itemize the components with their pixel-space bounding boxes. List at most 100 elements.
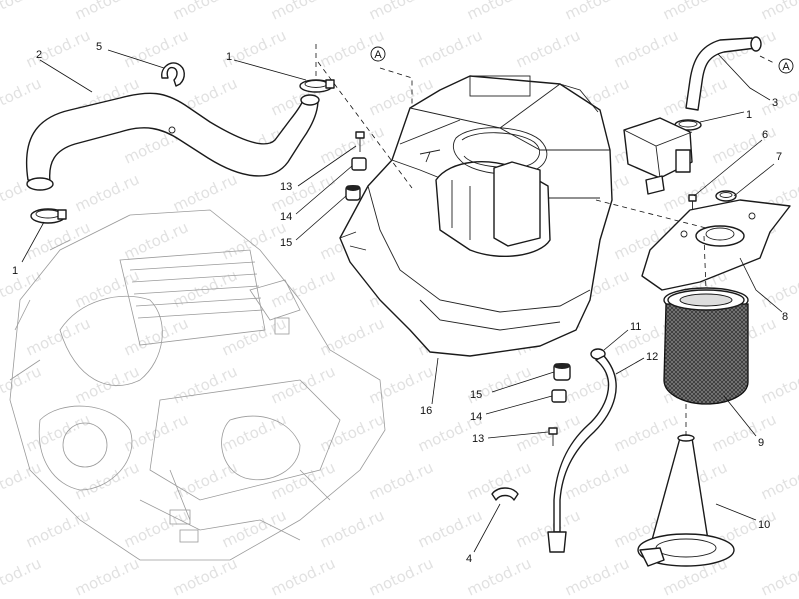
callout-13-right: 13 xyxy=(472,433,484,445)
watermark-text: motod.ru xyxy=(415,506,485,551)
watermark-text: motod.ru xyxy=(709,410,779,455)
callout-12: 12 xyxy=(646,351,658,363)
callout-2: 2 xyxy=(36,49,42,61)
reference-mark-top: A xyxy=(370,46,386,62)
callout-14-left: 14 xyxy=(280,211,292,223)
watermark-text: motod.ru xyxy=(72,0,142,24)
watermark-text: motod.ru xyxy=(23,410,93,455)
watermark-text: motod.ru xyxy=(513,26,583,71)
watermark-text: motod.ru xyxy=(268,0,338,24)
grommet-15-left[interactable] xyxy=(345,185,361,201)
callout-3: 3 xyxy=(772,97,778,109)
watermark-text: motod.ru xyxy=(0,74,44,119)
callout-4: 4 xyxy=(466,553,472,565)
watermark-text: motod.ru xyxy=(219,314,289,359)
air-filter-element[interactable] xyxy=(663,287,749,405)
callout-15-right: 15 xyxy=(470,389,482,401)
watermark-text: motod.ru xyxy=(170,0,240,24)
watermark-text: motod.ru xyxy=(758,0,799,24)
watermark-text: motod.ru xyxy=(170,266,240,311)
reference-label: A xyxy=(782,61,790,73)
watermark-text: motod.ru xyxy=(562,0,632,24)
watermark-text: motod.ru xyxy=(0,554,44,599)
callout-14-right: 14 xyxy=(470,411,482,423)
watermark-text: motod.ru xyxy=(366,0,436,24)
spacer-14-left[interactable] xyxy=(351,157,367,171)
watermark-text: motod.ru xyxy=(758,554,799,599)
callout-6: 6 xyxy=(762,129,768,141)
watermark-text: motod.ru xyxy=(170,362,240,407)
callout-labels: 2 5 1 1 3 1 6 7 8 9 10 11 12 13 14 15 15… xyxy=(12,41,788,565)
drain-hose[interactable] xyxy=(547,355,617,553)
solenoid-valve[interactable] xyxy=(623,117,693,195)
watermark-text: motod.ru xyxy=(268,554,338,599)
watermark-text: motod.ru xyxy=(660,0,730,24)
watermark-text: motod.ru xyxy=(23,314,93,359)
screw-13-left[interactable] xyxy=(355,131,365,152)
watermark-text: motod.ru xyxy=(219,218,289,263)
watermark-text: motod.ru xyxy=(72,266,142,311)
breather-hose[interactable] xyxy=(685,36,762,111)
watermark-text: motod.ru xyxy=(121,314,191,359)
watermark-text: motod.ru xyxy=(317,314,387,359)
callout-10: 10 xyxy=(758,519,770,531)
hose-clip-4[interactable] xyxy=(491,487,519,501)
screw-13-right[interactable] xyxy=(548,427,558,446)
watermark-text: motod.ru xyxy=(268,362,338,407)
callout-13-left: 13 xyxy=(280,181,292,193)
grommet-15-right[interactable] xyxy=(553,363,571,381)
callout-16: 16 xyxy=(420,405,432,417)
callout-9: 9 xyxy=(758,437,764,449)
watermark-text: motod.ru xyxy=(0,0,44,24)
watermark-text: motod.ru xyxy=(72,170,142,215)
airbox-housing[interactable] xyxy=(339,75,613,357)
watermark-text: motod.ru xyxy=(121,218,191,263)
filter-cover-plate[interactable] xyxy=(641,199,791,291)
hose-clamp-left[interactable] xyxy=(30,208,67,224)
watermark-text: motod.ru xyxy=(170,170,240,215)
watermark-text: motod.ru xyxy=(317,410,387,455)
watermark-text: motod.ru xyxy=(366,554,436,599)
spacer-14-right[interactable] xyxy=(551,389,567,403)
watermark-text: motod.ru xyxy=(0,362,44,407)
watermark-text: motod.ru xyxy=(72,554,142,599)
watermark-text: motod.ru xyxy=(23,506,93,551)
watermark-text: motod.ru xyxy=(268,170,338,215)
watermark-text: motod.ru xyxy=(562,554,632,599)
filter-support-cone[interactable] xyxy=(637,434,735,567)
callout-8: 8 xyxy=(782,311,788,323)
watermark-text: motod.ru xyxy=(709,122,779,167)
watermark-text: motod.ru xyxy=(758,362,799,407)
spring-clip[interactable] xyxy=(161,62,185,87)
watermark-text: motod.ru xyxy=(758,458,799,503)
watermark-text: motod.ru xyxy=(366,458,436,503)
watermark-text: motod.ru xyxy=(219,26,289,71)
callout-1-top: 1 xyxy=(226,51,232,63)
watermark-text: motod.ru xyxy=(562,458,632,503)
watermark-text: motod.ru xyxy=(611,410,681,455)
reference-label: A xyxy=(374,49,382,61)
callout-1-right: 1 xyxy=(746,109,752,121)
watermark-text: motod.ru xyxy=(72,362,142,407)
watermark-text: motod.ru xyxy=(513,506,583,551)
watermark-text: motod.ru xyxy=(317,506,387,551)
callout-5: 5 xyxy=(96,41,102,53)
watermark-text: motod.ru xyxy=(0,458,44,503)
callout-15-left: 15 xyxy=(280,237,292,249)
watermark-text: motod.ru xyxy=(464,0,534,24)
callout-1-left: 1 xyxy=(12,265,18,277)
leader-lines xyxy=(21,49,783,553)
watermark-text: motod.ru xyxy=(758,266,799,311)
watermark-text: motod.ru xyxy=(366,362,436,407)
intake-hose[interactable] xyxy=(25,92,320,191)
reference-mark-right: A xyxy=(778,58,794,74)
callout-7: 7 xyxy=(776,151,782,163)
watermark-text: motod.ru xyxy=(611,26,681,71)
hose-clamp-top[interactable] xyxy=(299,79,335,93)
clamp-ring-7[interactable] xyxy=(715,190,737,202)
watermark-text: motod.ru xyxy=(23,26,93,71)
watermark-text: motod.ru xyxy=(0,266,44,311)
watermark-text: motod.ru xyxy=(464,554,534,599)
watermark-text: motod.ru xyxy=(170,554,240,599)
screw-6[interactable] xyxy=(688,194,697,210)
